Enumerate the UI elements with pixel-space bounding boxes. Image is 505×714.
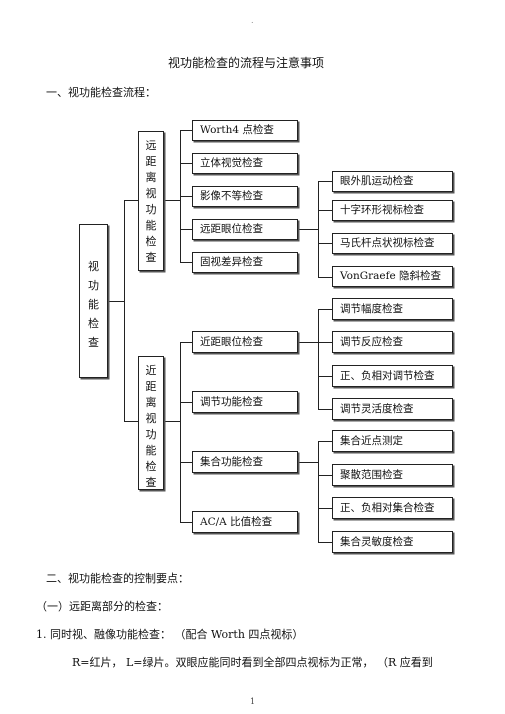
convergence-function-box: 集合功能检查	[192, 451, 298, 473]
connector	[318, 342, 332, 343]
near-distance-box: 近距离视功能检查	[138, 356, 164, 490]
vergence-facility-box: 集合灵敏度检查	[332, 531, 453, 553]
connector	[124, 200, 138, 201]
connector	[318, 243, 332, 244]
cross-ring-target-box: 十字环形视标检查	[332, 200, 453, 221]
connector	[180, 462, 192, 463]
connector	[318, 441, 319, 542]
relative-convergence-box: 正、负相对集合检查	[332, 497, 453, 519]
page-number: 1	[250, 697, 256, 706]
connector	[318, 277, 332, 278]
connector	[318, 181, 319, 277]
connector	[180, 342, 192, 343]
accommodation-response-box: 调节反应检查	[332, 331, 453, 353]
accommodation-function-box: 调节功能检查	[192, 391, 298, 413]
maddox-rod-box: 马氏杆点状视标检查	[332, 233, 453, 254]
connector	[318, 309, 332, 310]
connector	[124, 421, 138, 422]
accommodation-amplitude-box: 调节幅度检查	[332, 298, 453, 320]
page-title: 视功能检查的流程与注意事项	[168, 56, 325, 70]
worth4-dot-box: Worth4 点检查	[192, 120, 298, 141]
extraocular-motility-box: 眼外肌运动检查	[332, 171, 453, 192]
near-point-convergence-box: 集合近点测定	[332, 430, 453, 452]
distance-eye-position-box: 远距眼位检查	[192, 219, 298, 240]
connector	[108, 301, 124, 302]
fixation-disparity-box: 固视差异检查	[192, 252, 298, 273]
connector	[180, 130, 192, 131]
connector	[318, 508, 332, 509]
connector	[298, 462, 318, 463]
item-1-text: R=红片， L=绿片。双眼应能同时看到全部四点视标为正常， （R 应看到	[72, 656, 433, 669]
root-box-visual-function-exam: 视功能检查	[79, 224, 108, 378]
header-dot: .	[251, 16, 254, 25]
stereo-vision-box: 立体视觉检查	[192, 153, 298, 174]
connector	[318, 210, 332, 211]
connector	[180, 196, 192, 197]
connector	[318, 309, 319, 409]
connector	[298, 342, 318, 343]
connector	[180, 522, 192, 523]
vergence-range-box: 聚散范围检查	[332, 464, 453, 486]
section-1-heading: 一、视功能检查流程：	[46, 86, 156, 99]
connector	[164, 200, 180, 201]
connector	[298, 229, 318, 230]
connector	[318, 409, 332, 410]
connector	[180, 342, 181, 522]
connector	[318, 475, 332, 476]
section-2-heading: 二、视功能检查的控制要点：	[46, 572, 189, 585]
connector	[180, 262, 192, 263]
subsection-1-heading: （一）远距离部分的检查：	[36, 600, 168, 613]
near-eye-position-box: 近距眼位检查	[192, 331, 298, 353]
connector	[124, 200, 125, 421]
connector	[180, 229, 192, 230]
connector	[180, 163, 192, 164]
connector	[318, 542, 332, 543]
connector	[180, 402, 192, 403]
far-distance-box: 远距离视功能检查	[138, 131, 164, 271]
aniseikonia-box: 影像不等检查	[192, 186, 298, 207]
von-graefe-box: VonGraefe 隐斜检查	[332, 266, 453, 287]
accommodative-facility-box: 调节灵活度检查	[332, 398, 453, 420]
connector	[318, 441, 332, 442]
ac-a-ratio-box: AC/A 比值检查	[192, 511, 298, 533]
item-1-heading: 1. 同时视、融像功能检查： （配合 Worth 四点视标）	[36, 628, 304, 641]
connector	[318, 181, 332, 182]
connector	[318, 376, 332, 377]
connector	[164, 421, 180, 422]
relative-accommodation-box: 正、负相对调节检查	[332, 365, 453, 387]
